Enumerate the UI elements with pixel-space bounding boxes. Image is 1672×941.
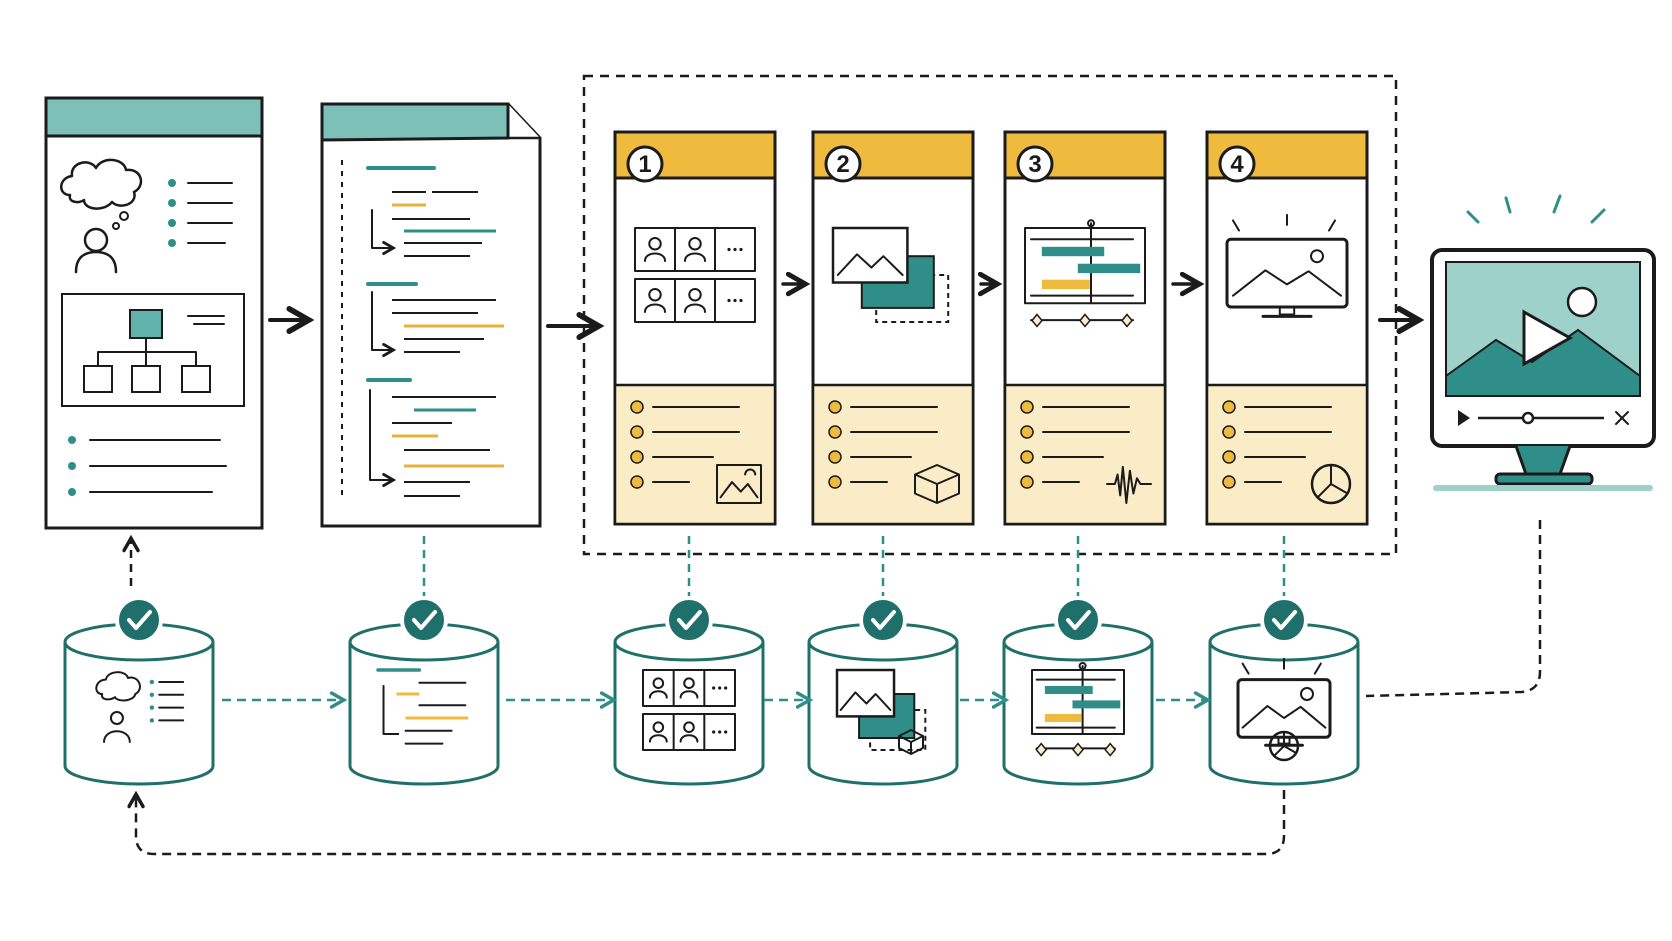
org-chart-icon [61,293,245,407]
idea-persona-icon [95,671,185,743]
step-number: 1 [638,151,651,178]
step-number-badge: 1 [626,145,664,183]
concept-panel [44,96,264,530]
storage-database [613,596,765,786]
storage-database [348,596,500,786]
stage-card-2: 2 [811,130,975,526]
storage-database [1002,596,1154,786]
video-grid-icon [634,227,756,323]
timeline-icon [1031,662,1125,757]
step-number: 3 [1028,151,1041,178]
storage-databases [63,596,1360,786]
stages-group-border [582,74,1398,556]
stage-card-1: 1 [613,130,777,526]
check-icon [859,596,907,644]
waveform-icon [1106,465,1152,504]
task-bullet-list [630,400,740,489]
storage-database [63,596,215,786]
script-lines [366,166,504,497]
cube-icon [914,464,960,504]
stage-card-4: 4 [1205,130,1369,526]
script-icon [376,668,469,745]
video-grid-icon [642,669,736,751]
check-icon [400,596,448,644]
monitor-image-icon [1225,213,1349,318]
check-icon [1054,596,1102,644]
storage-database [807,596,959,786]
pie-chart-icon [1310,463,1352,505]
image-icon [716,464,762,504]
check-icon [115,596,163,644]
cube-icon [898,729,924,755]
output-to-storage-line [1365,520,1542,698]
video-player-monitor-icon [1430,194,1656,491]
check-icon [1260,596,1308,644]
timeline-icon [1024,219,1146,328]
step-number: 2 [836,151,849,178]
stage-cards: 1 2 3 4 [613,130,1369,526]
text-lines [68,436,227,496]
task-bullet-list [1222,400,1332,489]
person-icon [74,227,118,274]
step-number-badge: 2 [824,145,862,183]
storage-connectors [131,536,1286,600]
step-number-badge: 3 [1016,145,1054,183]
pie-chart-icon [1268,730,1300,762]
check-icon [665,596,713,644]
bullet-list [168,179,233,247]
stage-card-3: 3 [1003,130,1167,526]
layered-images-icon [835,668,927,751]
monitor-image-icon [1236,657,1332,747]
step-number-badge: 4 [1218,145,1256,183]
thought-cloud-icon [60,158,143,230]
step-number: 4 [1230,151,1244,178]
layered-images-icon [831,226,950,323]
storage-database [1208,596,1360,786]
feedback-loop-arrow [136,790,1286,856]
task-bullet-list [828,400,938,489]
task-bullet-list [1020,400,1130,489]
script-panel [320,102,542,528]
